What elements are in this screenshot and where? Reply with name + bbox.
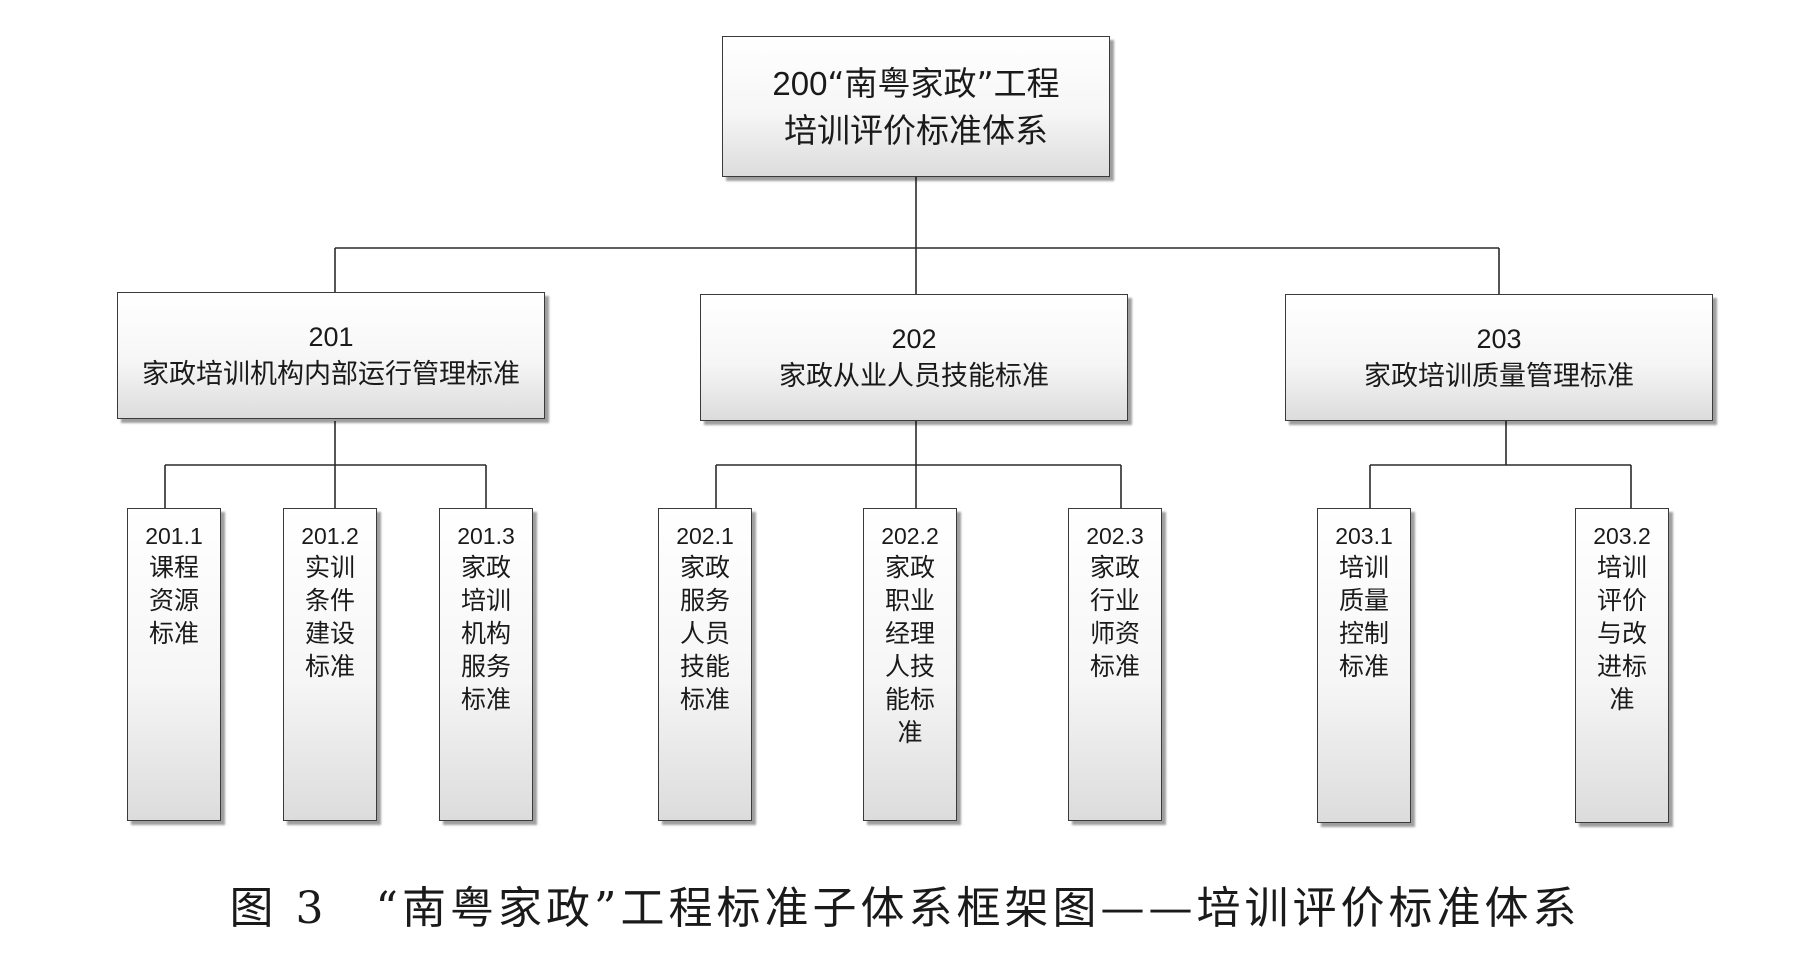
node-label: 家政服务人员技能标准 — [679, 553, 730, 714]
node-code: 201.3 — [457, 523, 515, 549]
node-203-1: 203.1 培训质量控制标准 — [1317, 508, 1411, 823]
node-203: 203 家政培训质量管理标准 — [1285, 294, 1713, 421]
node-code: 203.1 — [1335, 523, 1393, 549]
node-label: 培训质量控制标准 — [1338, 553, 1389, 681]
root-line2: 培训评价标准体系 — [784, 110, 1048, 150]
node-201-2: 201.2 实训条件建设标准 — [283, 508, 377, 821]
node-202-1: 202.1 家政服务人员技能标准 — [658, 508, 752, 821]
node-label: 实训条件建设标准 — [304, 553, 355, 681]
node-label: 家政行业师资标准 — [1089, 553, 1140, 681]
root-line1: 200“南粤家政”工程 — [772, 63, 1060, 103]
node-202-3: 202.3 家政行业师资标准 — [1068, 508, 1162, 821]
node-label: 家政培训机构服务标准 — [460, 553, 511, 714]
node-201-1: 201.1 课程资源标准 — [127, 508, 221, 821]
node-label: 家政从业人员技能标准 — [779, 360, 1049, 392]
node-code: 203 — [1476, 323, 1522, 354]
node-202: 202 家政从业人员技能标准 — [700, 294, 1128, 421]
node-code: 203.2 — [1593, 523, 1651, 549]
node-code: 201 — [308, 321, 354, 352]
node-label: 家政职业经理人技能标准 — [884, 553, 935, 747]
node-code: 201.2 — [301, 523, 359, 549]
node-203-2: 203.2 培训评价与改进标准 — [1575, 508, 1669, 823]
node-label: 培训评价与改进标准 — [1596, 553, 1647, 714]
node-code: 202.3 — [1086, 523, 1144, 549]
figure-caption: 图 3 “南粤家政”工程标准子体系框架图——培训评价标准体系 — [229, 883, 1581, 934]
node-code: 202 — [891, 323, 937, 354]
node-201-3: 201.3 家政培训机构服务标准 — [439, 508, 533, 821]
node-code: 202.2 — [881, 523, 939, 549]
node-code: 201.1 — [145, 523, 203, 549]
node-code: 202.1 — [676, 523, 734, 549]
node-label: 家政培训机构内部运行管理标准 — [142, 358, 520, 390]
node-label: 家政培训质量管理标准 — [1364, 360, 1634, 392]
node-201: 201 家政培训机构内部运行管理标准 — [117, 292, 545, 419]
node-202-2: 202.2 家政职业经理人技能标准 — [863, 508, 957, 821]
node-label: 课程资源标准 — [148, 553, 199, 648]
root-node: 200“南粤家政”工程 培训评价标准体系 — [722, 36, 1110, 177]
